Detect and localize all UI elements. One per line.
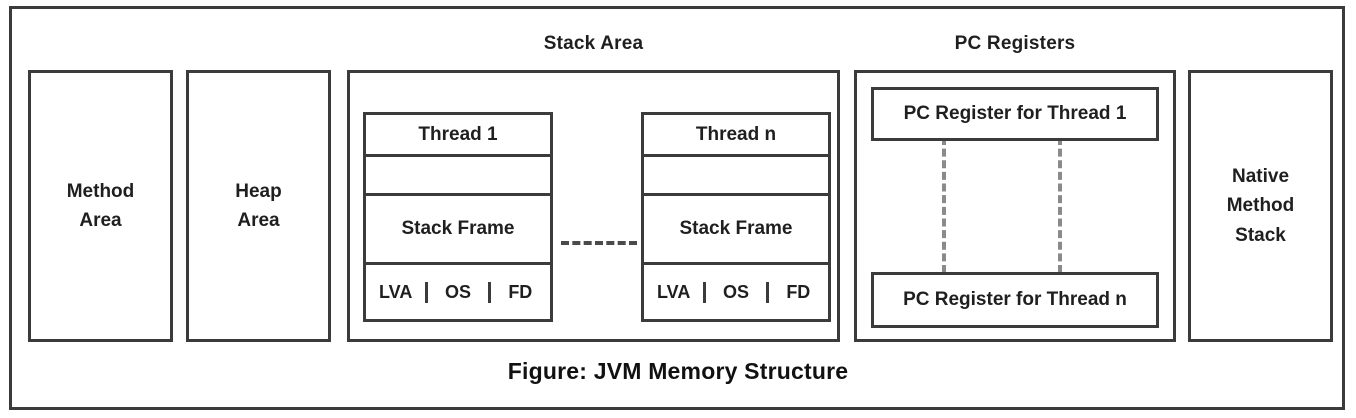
- native-method-stack-label: Native Method Stack: [1191, 73, 1330, 339]
- figure-caption: Figure: JVM Memory Structure: [507, 358, 849, 384]
- heap-area-box: Heap Area: [186, 70, 331, 342]
- heap-area-label-line2: Area: [237, 210, 280, 231]
- pc-registers-container: PC Register for Thread 1 PC Register for…: [854, 70, 1176, 342]
- pc-registers-caption: PC Registers: [954, 33, 1076, 54]
- thread-n-frame-part-os: OS: [706, 281, 769, 303]
- pc-register-connector-right: [1058, 137, 1062, 273]
- thread-1-frame-parts: LVA OS FD: [366, 265, 550, 319]
- native-method-stack-label-line2: Method: [1226, 195, 1295, 217]
- thread-n-stack-frame-label: Stack Frame: [644, 196, 828, 265]
- pc-register-thread-1-box: PC Register for Thread 1: [871, 87, 1159, 141]
- method-area-box: Method Area: [28, 70, 173, 342]
- thread-1-frame-part-lva: LVA: [366, 281, 429, 303]
- thread-1-title: Thread 1: [366, 115, 550, 157]
- native-method-stack-label-line3: Stack: [1235, 224, 1286, 246]
- method-area-label: Method Area: [31, 73, 170, 339]
- stack-area-container: Thread 1 Stack Frame LVA OS FD Thread n …: [347, 70, 840, 342]
- thread-n-blank-row: [644, 157, 828, 196]
- heap-area-label-line1: Heap: [235, 180, 282, 202]
- thread-n-title: Thread n: [644, 115, 828, 157]
- thread-n-box: Thread n Stack Frame LVA OS FD: [641, 112, 831, 322]
- thread-n-frame-parts: LVA OS FD: [644, 265, 828, 319]
- native-method-stack-label-line1: Native: [1231, 165, 1290, 187]
- pc-register-thread-n-box: PC Register for Thread n: [871, 272, 1159, 328]
- thread-1-blank-row: [366, 157, 550, 196]
- native-method-stack-box: Native Method Stack: [1188, 70, 1333, 342]
- thread-connector-dashed-line: [561, 241, 637, 245]
- thread-1-frame-part-fd: FD: [508, 281, 533, 302]
- thread-1-frame-part-os: OS: [428, 281, 491, 303]
- thread-n-frame-part-fd: FD: [786, 281, 811, 302]
- method-area-label-line2: Area: [79, 210, 122, 231]
- thread-n-frame-part-lva: LVA: [644, 281, 707, 303]
- thread-1-stack-frame-label: Stack Frame: [366, 196, 550, 265]
- stack-area-caption: Stack Area: [543, 33, 644, 54]
- heap-area-label: Heap Area: [189, 73, 328, 339]
- thread-1-box: Thread 1 Stack Frame LVA OS FD: [363, 112, 553, 322]
- method-area-label-line1: Method: [66, 180, 135, 202]
- pc-register-connector-left: [942, 137, 946, 273]
